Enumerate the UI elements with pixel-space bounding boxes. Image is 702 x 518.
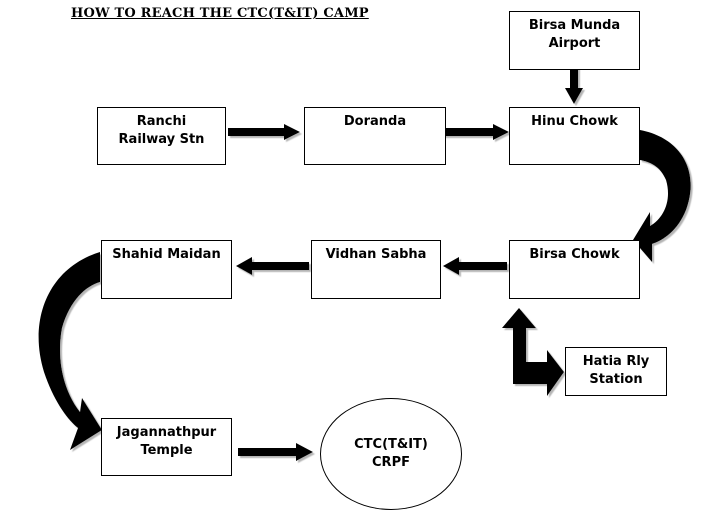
node-hinu-chowk: Hinu Chowk: [509, 107, 640, 165]
curved-arrow-hinu-to-birsa-chowk: [633, 130, 691, 262]
arrow-vidhan-sabha-to-shahid-maidan: [236, 257, 309, 275]
arrow-jagannathpur-to-ctc: [238, 443, 313, 461]
node-label: Airport: [548, 36, 601, 51]
node-label: CRPF: [372, 455, 410, 470]
node-doranda: Doranda: [304, 107, 446, 165]
node-label: Temple: [140, 443, 193, 458]
node-label: Station: [589, 372, 643, 387]
arrow-airport-to-hinu-chowk: [565, 58, 583, 104]
node-jagannathpur-temple: Jagannathpur Temple: [101, 418, 232, 476]
node-label: Shahid Maidan: [112, 247, 221, 262]
node-label: Vidhan Sabha: [325, 247, 427, 262]
node-ctc-crpf: CTC(T&IT) CRPF: [320, 398, 462, 510]
node-label: Birsa Munda: [528, 18, 621, 33]
node-label: Ranchi: [136, 114, 187, 129]
node-label: Hinu Chowk: [531, 114, 618, 129]
node-label: Hatia Rly: [582, 354, 650, 369]
node-label: Jagannathpur: [116, 425, 217, 440]
arrow-ranchi-to-doranda: [228, 124, 300, 140]
node-birsa-munda-airport: Birsa Munda Airport: [509, 11, 640, 70]
node-hatia-rly-station: Hatia Rly Station: [565, 347, 667, 396]
node-label: Doranda: [343, 114, 407, 129]
node-label: Railway Stn: [118, 132, 205, 147]
node-shahid-maidan: Shahid Maidan: [101, 240, 232, 299]
page-title: HOW TO REACH THE CTC(T&IT) CAMP: [71, 6, 369, 21]
node-label: CTC(T&IT): [354, 437, 428, 452]
curved-arrow-shahid-maidan-to-jagannathpur: [38, 252, 102, 450]
node-label: Birsa Chowk: [529, 247, 620, 262]
node-birsa-chowk: Birsa Chowk: [509, 240, 640, 299]
node-vidhan-sabha: Vidhan Sabha: [311, 240, 441, 299]
node-ranchi-railway-stn: Ranchi Railway Stn: [97, 107, 226, 165]
bent-arrow-birsa-chowk-hatia: [502, 308, 564, 396]
arrow-doranda-to-hinu-chowk: [442, 124, 509, 140]
arrow-birsa-chowk-to-vidhan-sabha: [443, 257, 507, 275]
